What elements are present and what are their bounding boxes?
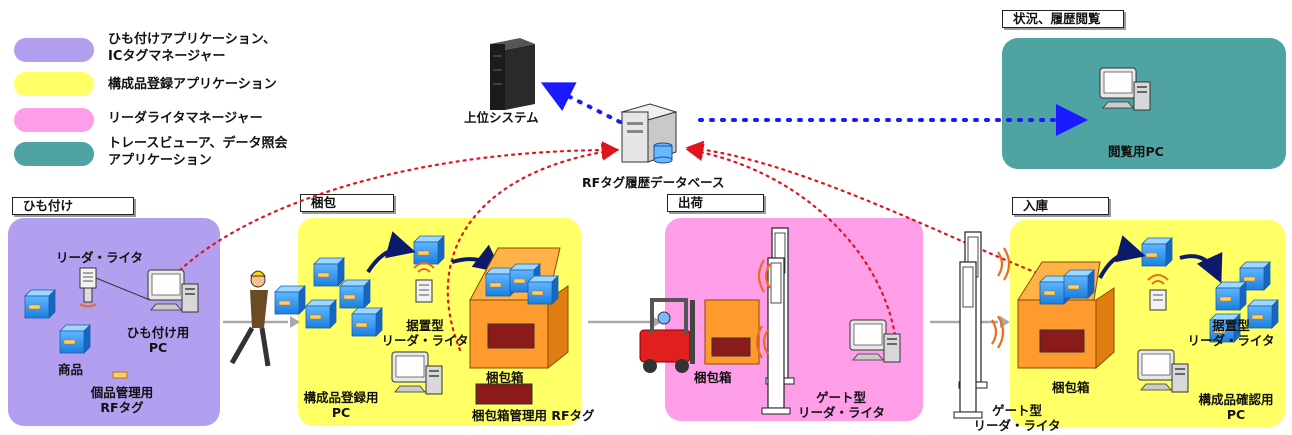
part-cube-icon [339, 279, 371, 309]
database-server-icon [620, 103, 678, 164]
system-flow-lines [540, 82, 1088, 136]
data-flow-lines [173, 140, 1052, 352]
product-label: 商品 [58, 362, 84, 377]
nyuko-reader-label: 据置型 リーダ・ライタ [1187, 318, 1275, 348]
registration-pc-label: 構成品登録用 PC [303, 390, 379, 420]
packing-box-label: 梱包箱 [486, 370, 524, 385]
receiving-gate-label: ゲート型 リーダ・ライタ [973, 403, 1061, 433]
box-tag-icon [475, 383, 533, 405]
rf-tag-label: 個品管理用 RFタグ [90, 385, 154, 415]
upper-system-label: 上位システム [464, 110, 539, 125]
part-cube-icon [1141, 237, 1173, 267]
tab-himotsuke: ひも付け [12, 197, 134, 215]
legend-swatch-linking [14, 38, 94, 62]
part-cube-icon [413, 235, 445, 265]
part-cube-icon [351, 307, 383, 337]
product-cube-icon [24, 289, 56, 319]
viewer-pc-icon [1099, 67, 1151, 111]
received-cube-icon [1063, 269, 1095, 299]
tab-status-view: 状況、履歴閲覧 [1002, 10, 1124, 28]
forklift-icon [639, 298, 695, 373]
legend-label-registration: 構成品登録アプリケーション [108, 77, 277, 92]
legend-swatch-reader-manager [14, 108, 94, 132]
confirmation-pc-icon [1137, 349, 1189, 393]
radio-waves-icon [996, 246, 1011, 282]
legend-label-linking: ひも付けアプリケーション、 ICタグマネージャー [108, 32, 276, 64]
handheld-reader-icon [79, 267, 97, 308]
packed-cube-icon [527, 275, 559, 305]
part-cube-icon [305, 299, 337, 329]
stationary-reader-icon [413, 262, 435, 303]
legend-swatch-registration [14, 72, 94, 96]
legend-label-reader-manager: リーダライタマネージャー [108, 111, 263, 126]
database-label: RFタグ履歴データベース [582, 175, 725, 190]
tab-konpo: 梱包 [300, 194, 394, 212]
confirmation-pc-label: 構成品確認用 PC [1198, 392, 1274, 422]
tab-nyuko: 入庫 [1012, 197, 1109, 215]
reader-label: リーダ・ライタ [56, 250, 144, 265]
part-cube-icon [274, 285, 306, 315]
stationary-reader-icon [1147, 274, 1169, 311]
product-cube-icon [59, 324, 91, 354]
linking-pc-label: ひも付け用 PC [126, 325, 190, 355]
legend-label-trace-viewer: トレースビューア、データ照会 アプリケーション [108, 136, 288, 168]
rf-tag-icon [112, 371, 128, 379]
zone-himotsuke [8, 218, 220, 426]
tab-shukka: 出荷 [667, 194, 764, 212]
box-tag-label: 梱包箱管理用 RFタグ [472, 408, 595, 423]
receiving-box-label: 梱包箱 [1052, 380, 1090, 395]
part-cube-icon [1215, 281, 1247, 311]
shipping-gate-label: ゲート型 リーダ・ライタ [798, 390, 886, 420]
upper-system-server-icon [490, 38, 535, 110]
receiving-box-icon [1017, 261, 1115, 370]
linking-pc-icon [147, 269, 199, 313]
worker-icon [229, 270, 271, 367]
reader-cable [95, 277, 151, 301]
stationary-reader-label: 据置型 リーダ・ライタ [381, 318, 469, 348]
legend-swatch-trace-viewer [14, 142, 94, 166]
viewer-pc-label: 閲覧用PC [1108, 144, 1164, 159]
part-cube-icon [313, 257, 345, 287]
shipping-box-label: 梱包箱 [694, 370, 732, 385]
registration-pc-icon [391, 351, 443, 395]
shipping-box-icon [704, 299, 760, 365]
